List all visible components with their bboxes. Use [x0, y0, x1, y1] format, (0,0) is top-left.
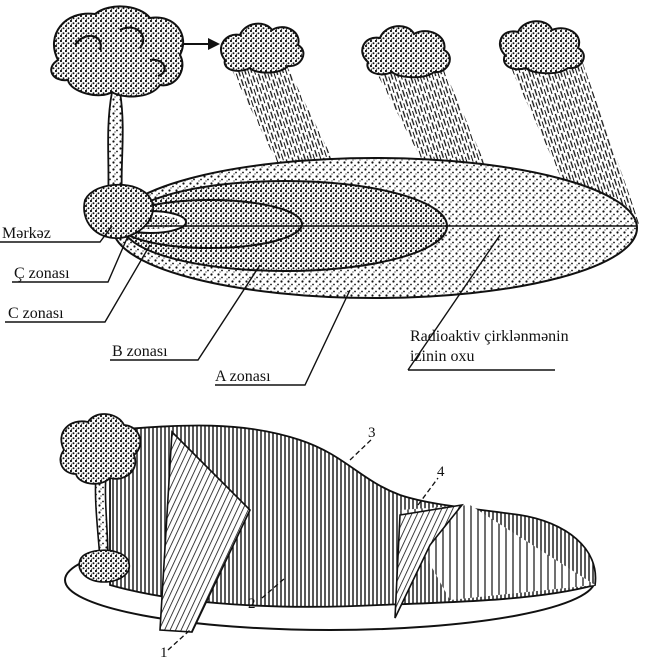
- label-axis-line2: izinin oxu: [410, 348, 474, 365]
- bottom-diagram: 1 2 3 4: [60, 414, 595, 661]
- label-axis-line1: Radioaktiv çirklənmənin: [410, 328, 569, 345]
- label-1: 1: [160, 645, 168, 661]
- label-zone-c-cedilla: Ç zonası: [14, 265, 70, 282]
- label-zone-a: A zonası: [215, 368, 271, 385]
- label-center: Mərkəz: [2, 225, 51, 242]
- contamination-zones: [110, 158, 637, 298]
- label-4: 4: [437, 464, 445, 480]
- label-zone-b: B zonası: [112, 343, 168, 360]
- fallout-cloud-icon: [221, 21, 584, 77]
- label-2: 2: [248, 596, 256, 612]
- label-zone-c: C zonası: [8, 305, 64, 322]
- wind-arrow-icon: [183, 38, 220, 50]
- top-diagram: Mərkəz Ç zonası C zonası B zonası A zona…: [0, 6, 640, 385]
- label-3: 3: [368, 425, 376, 441]
